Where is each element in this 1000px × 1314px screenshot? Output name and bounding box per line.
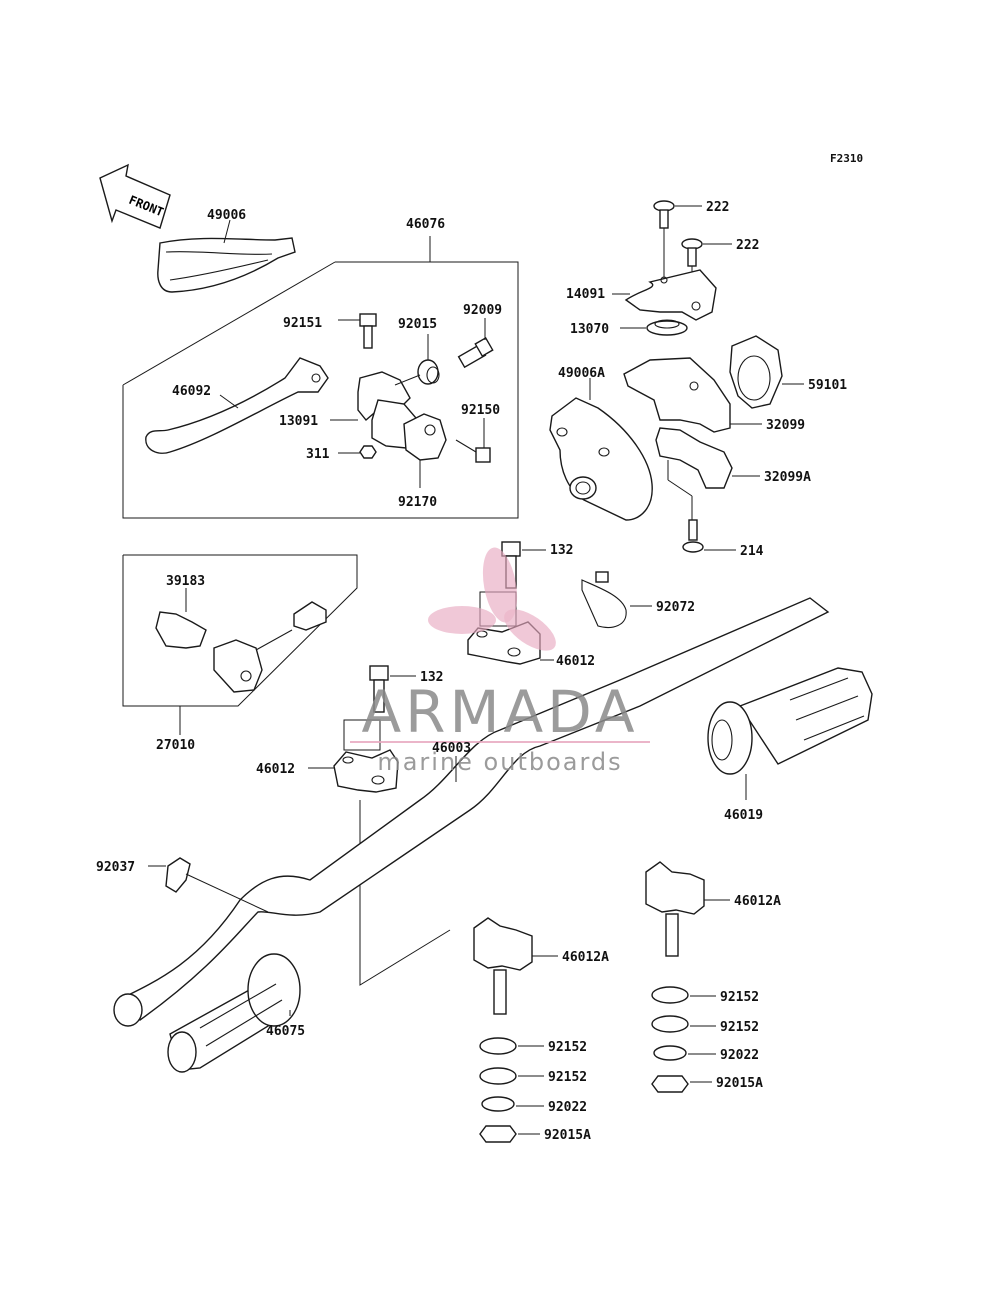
label-92152-a: 92152 (720, 990, 759, 1005)
washer-92152-a (651, 986, 716, 1004)
screw-92009 (457, 318, 494, 369)
screw-222-a (653, 200, 702, 280)
handlebar-holder-46012A-a (645, 861, 730, 957)
watermark-logo: ARMADA marine outboards (350, 547, 650, 776)
label-46019: 46019 (724, 808, 763, 823)
label-132-a: 132 (550, 543, 573, 558)
washer-92152-b (651, 1015, 716, 1033)
nut-311 (338, 445, 377, 459)
label-14091: 14091 (566, 287, 605, 302)
grip-46075 (167, 953, 301, 1073)
label-92015: 92015 (398, 317, 437, 332)
screw-222-b (681, 238, 732, 300)
throttle-cover-49006A (549, 378, 653, 521)
throttle-housing-32099 (623, 357, 762, 433)
throttle-housing-32099A (655, 427, 760, 497)
band-92072 (581, 571, 652, 628)
label-59101: 59101 (808, 378, 847, 393)
screw-214 (682, 496, 736, 553)
label-46012A-b: 46012A (562, 950, 609, 965)
washer-92152-c (479, 1037, 544, 1055)
throttle-cover-14091 (612, 269, 717, 321)
label-46012A-a: 46012A (734, 894, 781, 909)
label-92022-b: 92022 (548, 1100, 587, 1115)
watermark-brand: ARMADA (361, 678, 638, 746)
throttle-tube-59101 (729, 335, 804, 409)
label-46075: 46075 (266, 1024, 305, 1039)
label-46012-a: 46012 (556, 654, 595, 669)
label-13070: 13070 (570, 322, 609, 337)
label-46012-b: 46012 (256, 762, 295, 777)
grip-46019 (707, 667, 873, 800)
handlebar-holder-46012A-b (473, 917, 558, 1015)
nut-92015A-a (651, 1075, 712, 1093)
label-132-b: 132 (420, 670, 443, 685)
label-13091: 13091 (279, 414, 318, 429)
handlebar-holder-46012-b (308, 719, 399, 930)
assembly-box-46076 (122, 261, 519, 519)
label-49006A: 49006A (558, 366, 605, 381)
bolt-132-b (369, 665, 416, 713)
washer-92152-d (479, 1067, 544, 1085)
switch-assembly-27010 (155, 588, 327, 693)
label-214: 214 (740, 544, 764, 559)
lever-cover-49006 (157, 219, 296, 293)
label-92151: 92151 (283, 316, 322, 331)
clamp-92037 (148, 857, 269, 913)
label-92015A-b: 92015A (544, 1128, 591, 1143)
label-222-b: 222 (736, 238, 759, 253)
knob-92015 (394, 334, 440, 386)
label-92152-c: 92152 (548, 1040, 587, 1055)
label-92152-d: 92152 (548, 1070, 587, 1085)
label-46003: 46003 (432, 741, 471, 756)
label-222-a: 222 (706, 200, 729, 215)
label-39183: 39183 (166, 574, 205, 589)
label-311: 311 (306, 447, 330, 462)
label-92015A-a: 92015A (716, 1076, 763, 1091)
watermark-tagline: marine outboards (377, 748, 622, 776)
label-92170: 92170 (398, 495, 437, 510)
label-32099: 32099 (766, 418, 805, 433)
handlebar-46003 (113, 597, 830, 1027)
front-arrow-icon: FRONT (99, 163, 171, 229)
figure-code: F2310 (830, 152, 863, 165)
assembly-box-27010 (122, 554, 358, 707)
washer-92022-a (653, 1045, 716, 1061)
lever-holder-13091 (330, 371, 447, 488)
bolt-92150 (455, 418, 491, 463)
label-92150: 92150 (461, 403, 500, 418)
pulley-13070 (620, 319, 688, 336)
bolt-92151 (338, 313, 377, 349)
label-32099A: 32099A (764, 470, 811, 485)
nut-92015A-b (479, 1125, 540, 1143)
label-92152-b: 92152 (720, 1020, 759, 1035)
label-92022-a: 92022 (720, 1048, 759, 1063)
clutch-lever-46092 (145, 357, 329, 454)
label-92037: 92037 (96, 860, 135, 875)
label-46092: 46092 (172, 384, 211, 399)
label-92072: 92072 (656, 600, 695, 615)
label-49006: 49006 (207, 208, 246, 223)
label-92009: 92009 (463, 303, 502, 318)
label-46076: 46076 (406, 217, 445, 232)
washer-92022-b (481, 1096, 544, 1112)
label-27010: 27010 (156, 738, 195, 753)
